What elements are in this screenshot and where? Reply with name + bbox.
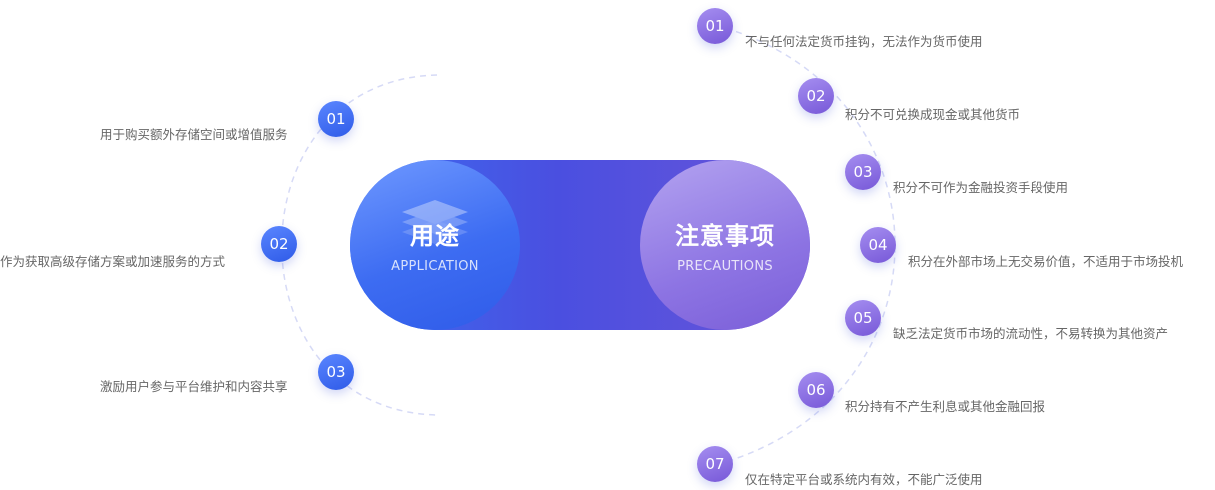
precaution-number-badge: 04 xyxy=(860,227,896,263)
layers-icon xyxy=(402,200,468,244)
use-item-label: 用于购买额外存储空间或增值服务 xyxy=(100,127,288,142)
precaution-number-badge: 06 xyxy=(798,372,834,408)
precaution-item-label: 积分持有不产生利息或其他金融回报 xyxy=(845,399,1046,414)
precaution-item-label: 缺乏法定货币市场的流动性，不易转换为其他资产 xyxy=(893,326,1169,341)
precaution-item-label: 积分在外部市场上无交易价值，不适用于市场投机 xyxy=(908,254,1184,269)
use-number-badge: 02 xyxy=(261,226,297,262)
application-title: 用途 xyxy=(410,222,460,250)
application-subtitle: APPLICATION xyxy=(391,259,479,274)
use-item-label: 作为获取高级存储方案或加速服务的方式 xyxy=(0,254,226,269)
precautions-subtitle: PRECAUTIONS xyxy=(677,259,773,274)
precaution-item-label: 积分不可作为金融投资手段使用 xyxy=(893,180,1069,195)
precaution-item-label: 积分不可兑换成现金或其他货币 xyxy=(845,107,1021,122)
use-number-badge: 01 xyxy=(318,101,354,137)
precautions-title: 注意事项 xyxy=(675,222,775,250)
use-number-badge: 03 xyxy=(318,354,354,390)
precaution-number-badge: 03 xyxy=(845,154,881,190)
precaution-number-badge: 01 xyxy=(697,8,733,44)
precaution-item-label: 仅在特定平台或系统内有效，不能广泛使用 xyxy=(745,472,983,487)
application-bubble: 用途 APPLICATION xyxy=(350,160,520,330)
precaution-number-badge: 02 xyxy=(798,78,834,114)
precaution-number-badge: 05 xyxy=(845,300,881,336)
precaution-number-badge: 07 xyxy=(697,446,733,482)
precaution-item-label: 不与任何法定货币挂钩，无法作为货币使用 xyxy=(745,34,983,49)
precautions-bubble: 注意事项 PRECAUTIONS xyxy=(640,160,810,330)
use-item-label: 激励用户参与平台维护和内容共享 xyxy=(100,379,288,394)
